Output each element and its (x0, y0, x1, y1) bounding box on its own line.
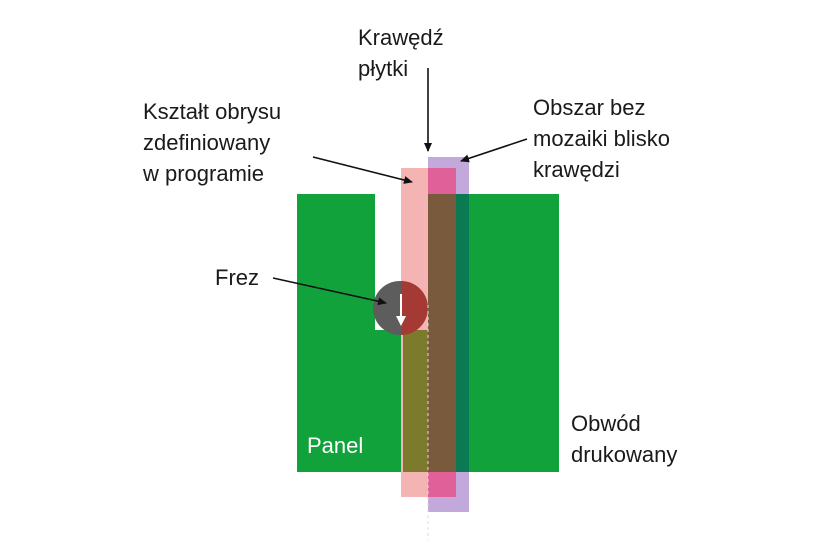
printed-circuit-label-line: drukowany (571, 442, 678, 467)
outline-shape-label: Kształt obrysu zdefiniowany w programie (143, 96, 281, 189)
no-mosaic-area-label-line: mozaiki blisko (533, 126, 670, 151)
outline-shape-label-line: Kształt obrysu (143, 99, 282, 124)
panel-label-text: Panel (307, 433, 364, 458)
no-mosaic-area-label-line: Obszar bez (533, 95, 646, 120)
routed-overlap (428, 194, 456, 472)
cutter-label-text: Frez (215, 265, 259, 290)
outline-shape-label-line: zdefiniowany (143, 130, 271, 155)
printed-circuit-label-line: Obwód (571, 411, 641, 436)
panel-area-left (297, 194, 375, 472)
cutter-direction-arrowhead (396, 316, 406, 326)
routed-channel (403, 330, 428, 472)
panel-label: Panel (307, 433, 363, 459)
board-edge-label-line: płytki (358, 56, 409, 81)
outline-shape-arrow (312, 156, 413, 184)
cutter-overlap (401, 281, 428, 335)
outline-shape-label-line: w programie (143, 161, 265, 186)
printed-circuit-area (468, 194, 559, 472)
cutter-arrow (272, 277, 387, 306)
cutter-label: Frez (215, 262, 259, 293)
board-edge-label: Krawędź płytki (358, 22, 444, 84)
panel-area-bottom (375, 330, 403, 472)
keepout-arrow (460, 138, 528, 163)
no-mosaic-area-label: Obszar bez mozaiki blisko krawędzi (533, 92, 670, 185)
board-edge-label-line: Krawędź (358, 25, 444, 50)
no-mosaic-area-label-line: krawędzi (533, 157, 620, 182)
printed-circuit-label: Obwód drukowany (571, 408, 677, 470)
keepout-on-circuit (456, 194, 469, 472)
